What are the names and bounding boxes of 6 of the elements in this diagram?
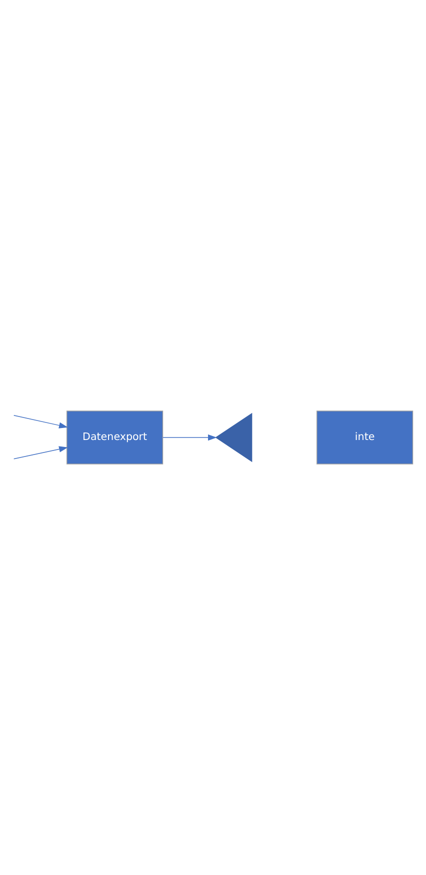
node-triangle (215, 412, 252, 462)
node-box: Datenexport (66, 410, 164, 464)
node-box: inte (316, 410, 414, 464)
arrow (162, 434, 217, 441)
arrow (13, 446, 68, 460)
arrow (13, 415, 68, 428)
